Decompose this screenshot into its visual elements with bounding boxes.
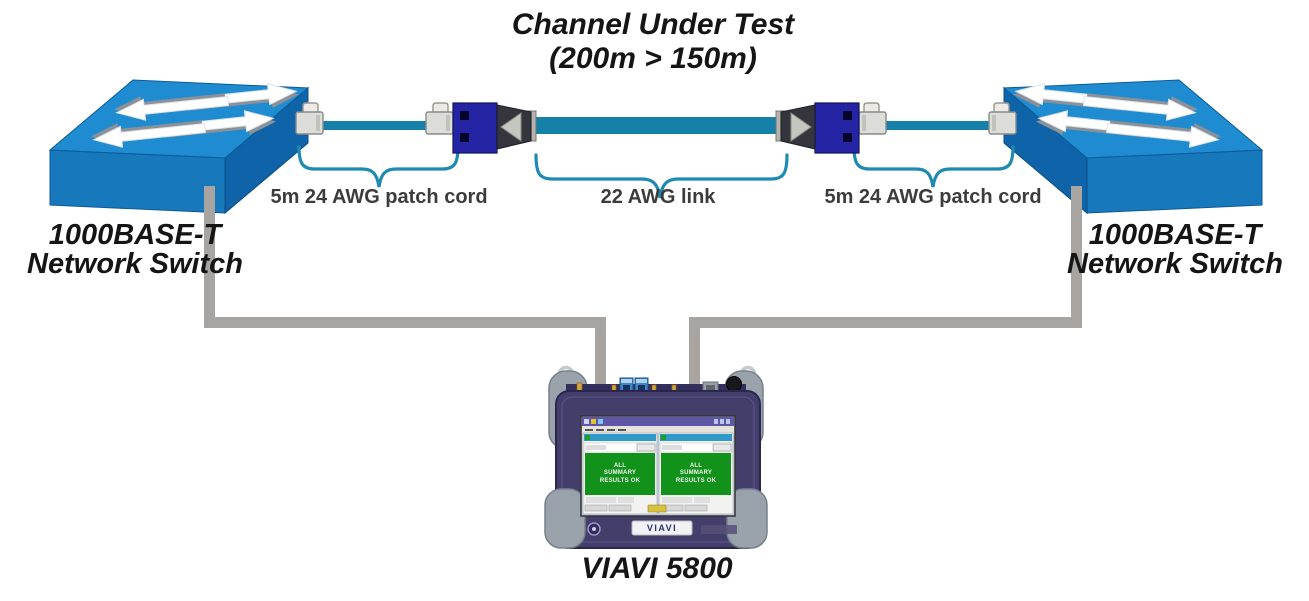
right-result-overlay: ALL SUMMARY RESULTS OK	[661, 453, 731, 495]
left-switch-label-line2: Network Switch	[27, 248, 243, 280]
power-button-icon	[587, 522, 601, 536]
left-result-overlay: ALL SUMMARY RESULTS OK	[585, 453, 655, 495]
left-result-text: ALL SUMMARY RESULTS OK	[599, 462, 641, 484]
tester-bezel	[561, 396, 755, 543]
link-label: 22 AWG link	[600, 186, 716, 208]
left-network-switch	[50, 80, 308, 213]
left-patch-cord-label: 5m 24 AWG patch cord	[270, 186, 488, 208]
screen-left-panel	[582, 432, 658, 515]
screen-right-panel	[658, 432, 734, 515]
viavi-5800-tester	[544, 365, 768, 549]
brand-badge-text: VIAVI	[646, 523, 678, 533]
diagram-title-line2: (200m > 150m)	[549, 42, 757, 75]
brand-badge	[631, 520, 693, 536]
channel-right-half	[655, 103, 1016, 187]
tester-screen	[580, 415, 736, 517]
right-switch-label-line1: 1000BASE-T	[1088, 219, 1262, 251]
tester-label: VIAVI 5800	[581, 552, 733, 585]
link-brace	[534, 153, 789, 199]
knob-icon	[726, 376, 742, 392]
top-connectors	[576, 376, 742, 394]
model-tag	[701, 525, 737, 534]
right-result-box	[661, 453, 731, 495]
right-result-text: ALL SUMMARY RESULTS OK	[675, 462, 717, 484]
diagram-title-line1: Channel Under Test	[511, 8, 795, 41]
screen-titlebar	[582, 417, 734, 426]
screen-center-button	[647, 504, 667, 513]
screen-menubar	[582, 426, 734, 433]
left-test-cable	[204, 186, 606, 395]
right-switch-label-line2: Network Switch	[1067, 248, 1283, 280]
right-test-cable	[689, 186, 1082, 395]
right-patch-cord-label: 5m 24 AWG patch cord	[824, 186, 1042, 208]
left-result-box	[585, 453, 655, 495]
bottom-right-handle	[726, 488, 768, 549]
left-switch-label-line1: 1000BASE-T	[48, 219, 222, 251]
right-network-switch	[1004, 80, 1262, 213]
bottom-left-handle	[544, 488, 586, 549]
